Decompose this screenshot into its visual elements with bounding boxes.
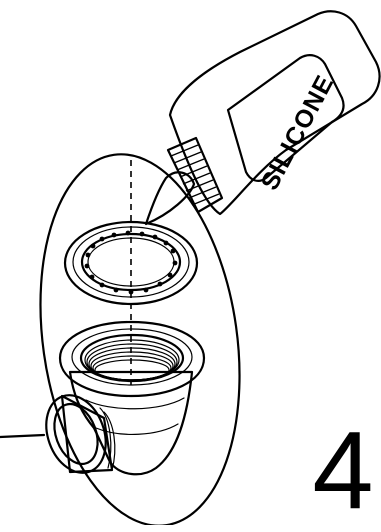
trap-threads (85, 340, 179, 380)
trap-bowl (70, 372, 192, 474)
outlet-opening (36, 387, 116, 481)
bottle-label-text: SILICONE (256, 70, 340, 194)
leader-line (0, 435, 44, 437)
silicone-bottle: SILICONE (146, 11, 380, 224)
step-number: 4 (308, 418, 378, 524)
drain-trap (36, 322, 204, 481)
bottle-collar (168, 138, 222, 212)
bottle-nozzle (146, 172, 194, 224)
detail-oval (18, 141, 262, 525)
